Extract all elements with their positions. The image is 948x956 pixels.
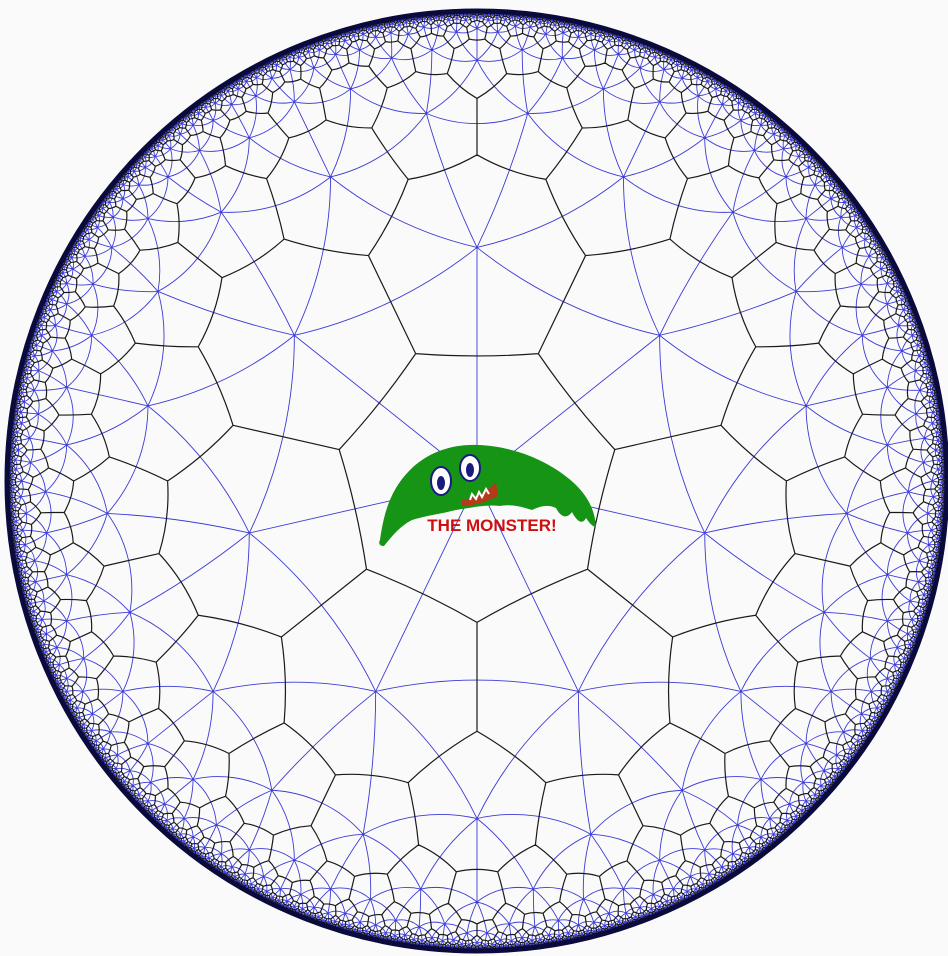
monster-pupil-right <box>466 463 474 477</box>
monster-pupil-left <box>437 476 445 490</box>
monster-label: THE MONSTER! <box>427 516 556 535</box>
